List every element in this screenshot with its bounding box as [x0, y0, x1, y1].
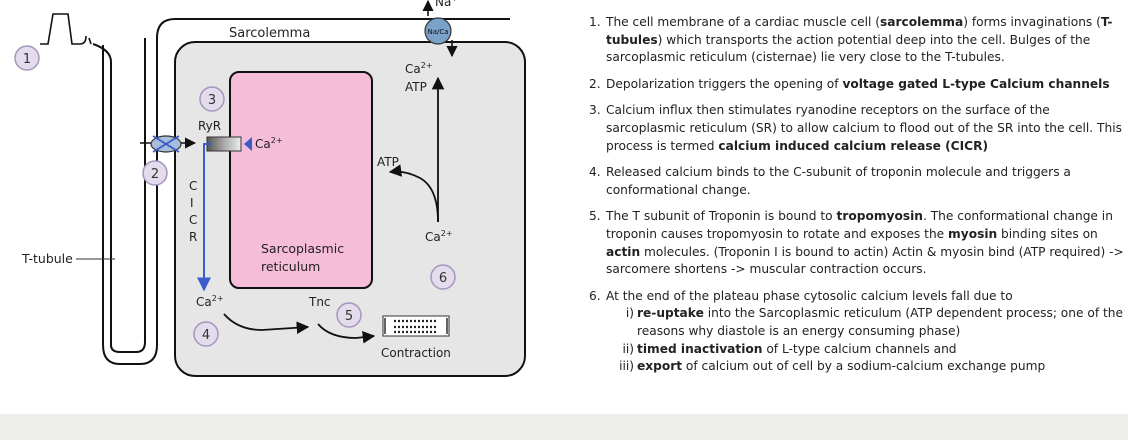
step-marker-3: 3: [199, 86, 225, 112]
svg-text:2: 2: [151, 167, 159, 182]
sub-step-number: ii): [622, 341, 634, 356]
sub-step-body: timed inactivation of L-type calcium cha…: [637, 341, 1124, 359]
svg-text:5: 5: [345, 309, 353, 324]
step-bold-text: actin: [606, 244, 641, 259]
na-ca-exchanger-label: Na/Ca: [427, 28, 448, 36]
step-bold-text: T-tubules: [606, 15, 1113, 47]
sarcoplasmic-reticulum: [229, 71, 373, 289]
step-body: The cell membrane of a cardiac muscle ce…: [606, 14, 1124, 67]
step-text: binding sites on: [997, 226, 1098, 241]
sub-step-item: i)re-uptake into the Sarcoplasmic reticu…: [606, 305, 1124, 340]
sub-step-number: iii): [619, 359, 634, 374]
step-body: Depolarization triggers the opening of v…: [606, 76, 1124, 94]
step-text: ) which transports the action potential …: [606, 32, 1091, 65]
steps-list: 1. The cell membrane of a cardiac muscle …: [589, 14, 1124, 385]
cytosolic-ca-label: Ca2+: [196, 294, 224, 309]
sarcolemma-label: Sarcolemma: [229, 26, 310, 41]
cicr-letter-r: R: [189, 230, 197, 244]
step-marker-2: 2: [142, 160, 168, 186]
t-tubule-inner-membrane: [92, 38, 146, 353]
step-body: Released calcium binds to the C-subunit …: [606, 164, 1124, 199]
sub-step-body: export of calcium out of cell by a sodiu…: [637, 358, 1124, 376]
cardiac-ecc-diagram: Sarcolemma T-tubule Sarcoplasmic reticul…: [14, 0, 526, 377]
sub-step-number: i): [625, 306, 634, 321]
ca-to-tnc-arrow: [223, 313, 310, 335]
svg-text:6: 6: [439, 271, 447, 286]
step-body: Calcium influx then stimulates ryanodine…: [606, 102, 1124, 155]
step-text: into the Sarcoplasmic reticulum (ATP dep…: [637, 306, 1123, 338]
step-marker-6: 6: [430, 264, 456, 290]
step-number: 5.: [589, 209, 601, 224]
step-number: 1.: [589, 15, 601, 29]
footer-band: [0, 414, 1128, 440]
tnc-label: Tnc: [308, 295, 331, 309]
sarcomere-icon: [382, 315, 450, 337]
step-item: 3. Calcium influx then stimulates ryanodi…: [589, 102, 1124, 155]
t-tubule-label: T-tubule: [21, 251, 73, 266]
step-bold-text: re-uptake: [637, 306, 704, 321]
action-potential-trace: [40, 13, 87, 45]
step-text: At the end of the plateau phase cytosoli…: [606, 288, 1013, 303]
step-text: . The conformational change in troponin …: [606, 209, 1113, 241]
step-text: The T subunit of Troponin is bound to: [606, 209, 837, 224]
step-bold-text: timed inactivation: [637, 341, 763, 356]
step-body: The T subunit of Troponin is bound to tr…: [606, 208, 1124, 278]
step-bold-text: sarcolemma: [880, 15, 964, 29]
exchanger-atp-label: ATP: [405, 80, 427, 94]
step-bold-text: myosin: [948, 226, 998, 241]
step-bold-text: tropomyosin: [836, 209, 923, 224]
step-number: 4.: [589, 165, 601, 180]
step-item: 4. Released calcium binds to the C-subuni…: [589, 164, 1124, 199]
step-marker-5: 5: [336, 302, 362, 328]
serca-atp-label: ATP: [377, 155, 399, 169]
step-item: 1. The cell membrane of a cardiac muscle …: [589, 14, 1124, 67]
l-type-ca-channel-icon: [150, 135, 182, 153]
step-text: molecules. (Troponin I is bound to actin…: [606, 244, 1124, 277]
step-text: The cell membrane of a cardiac muscle ce…: [606, 15, 881, 29]
ryr-label: RyR: [198, 119, 221, 133]
cicr-arrow: [197, 143, 212, 292]
step-marker-1: 1: [14, 45, 40, 71]
tnc-to-contraction-arrow: [317, 323, 376, 344]
step-item: 6. At the end of the plateau phase cytoso…: [589, 288, 1124, 376]
step-marker-4: 4: [193, 321, 219, 347]
sarcolemma-membrane: [102, 18, 510, 365]
step-text: of calcium out of cell by a sodium-calci…: [682, 359, 1046, 374]
step-text: Released calcium binds to the C-subunit …: [606, 165, 1071, 197]
ryr-ca-label: Ca2+: [255, 136, 283, 151]
sub-step-body: re-uptake into the Sarcoplasmic reticulu…: [637, 305, 1124, 340]
sub-step-item: iii)export of calcium out of cell by a s…: [606, 358, 1124, 376]
sr-label-line2: reticulum: [261, 259, 320, 274]
step-item: 2. Depolarization triggers the opening of…: [589, 76, 1124, 94]
step-body: At the end of the plateau phase cytosoli…: [606, 288, 1124, 376]
exchanger-ca-label: Ca2+: [405, 61, 433, 76]
step-text: ) forms invaginations (: [963, 15, 1101, 29]
svg-text:3: 3: [208, 93, 216, 108]
step-text: of L-type calcium channels and: [762, 341, 957, 356]
na-ca-exchanger-icon: [424, 17, 452, 45]
serca-reuptake-arrow: [388, 164, 439, 223]
serca-ca-label: Ca2+: [425, 229, 453, 244]
cicr-letter-c2: C: [189, 213, 197, 227]
step-number: 3.: [589, 103, 601, 118]
cicr-letter-i: I: [190, 196, 194, 210]
step-bold-text: calcium induced calcium release (CICR): [718, 138, 989, 153]
cicr-letter-c1: C: [189, 179, 197, 193]
ryr-ca-release-arrow: [244, 137, 252, 151]
step-number: 6.: [589, 288, 601, 303]
sr-label-line1: Sarcoplasmic: [261, 241, 344, 256]
step-number: 2.: [589, 76, 601, 91]
contraction-label: Contraction: [381, 346, 451, 360]
na-ion-label: Na+: [435, 0, 458, 9]
step-text: Calcium influx then stimulates ryanodine…: [606, 103, 1122, 153]
sub-step-item: ii)timed inactivation of L-type calcium …: [606, 341, 1124, 359]
ryanodine-receptor-icon: [206, 136, 242, 152]
step-text: Depolarization triggers the opening of: [606, 76, 843, 91]
step-item: 5. The T subunit of Troponin is bound to …: [589, 208, 1124, 278]
step-bold-text: export: [637, 359, 683, 374]
step-bold-text: voltage gated L-type Calcium channels: [842, 76, 1110, 91]
svg-text:4: 4: [202, 328, 210, 343]
svg-text:1: 1: [23, 52, 31, 67]
